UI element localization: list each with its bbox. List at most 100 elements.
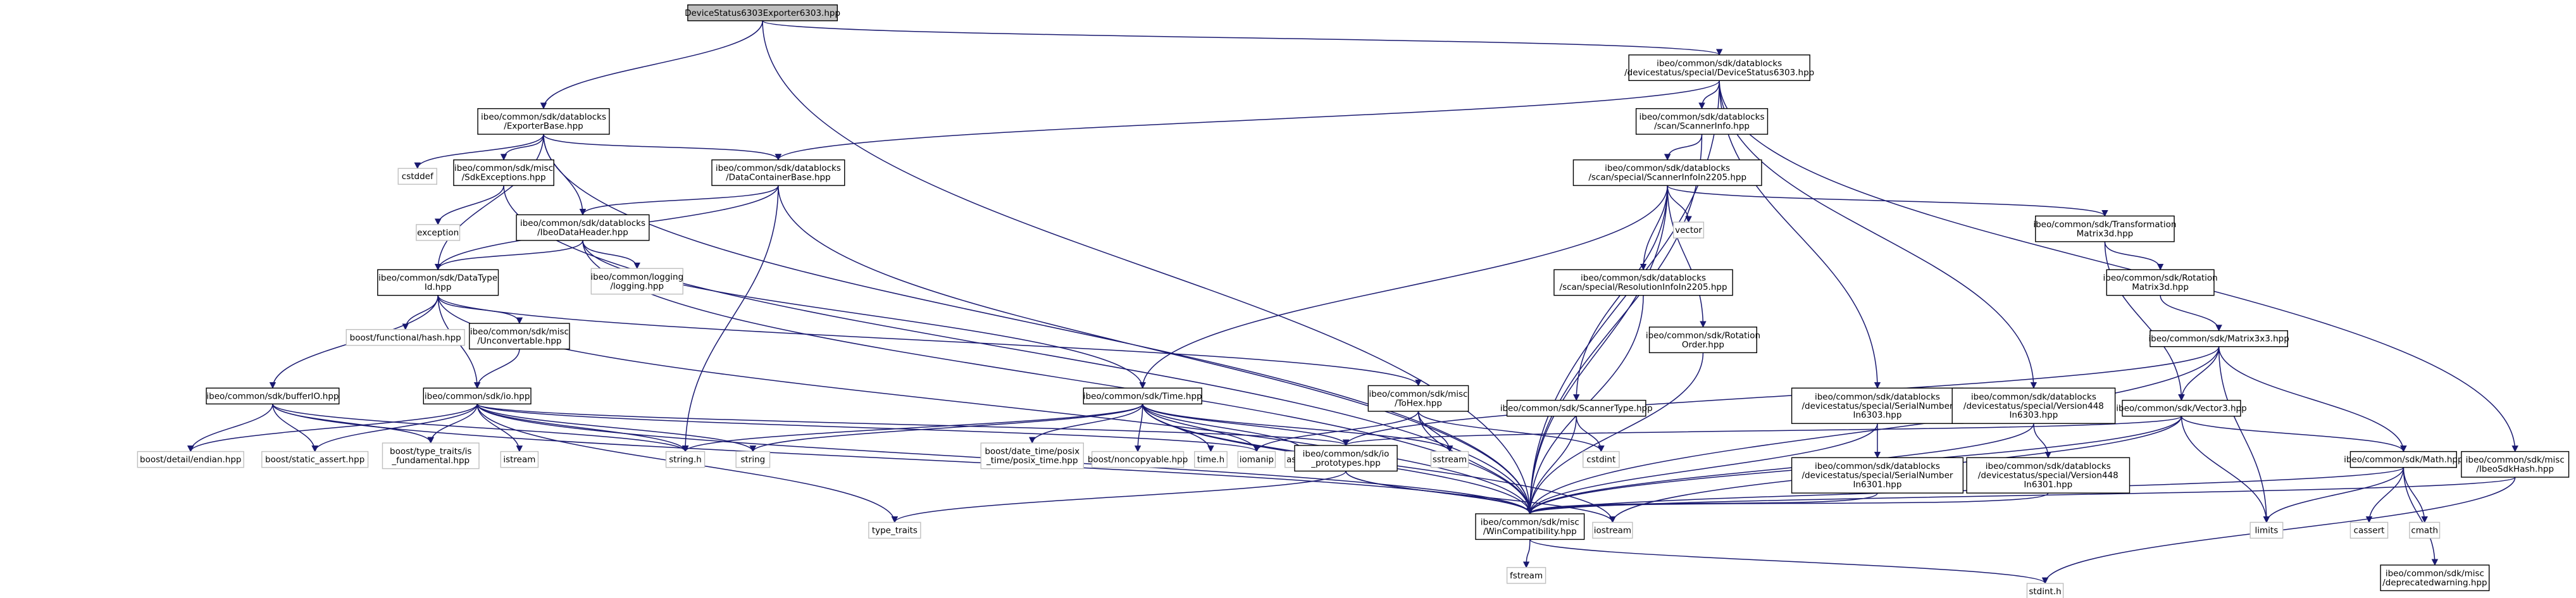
node-istream[interactable]: istream [500, 451, 539, 468]
node-bufferio[interactable]: ibeo/common/sdk/bufferIO.hpp [206, 387, 340, 405]
node-serial6303[interactable]: ibeo/common/sdk/datablocks/devicestatus/… [1791, 387, 1964, 424]
node-resolutioninfo[interactable]: ibeo/common/sdk/datablocks/scan/special/… [1553, 269, 1733, 296]
node-unconvertable[interactable]: ibeo/common/sdk/misc/Unconvertable.hpp [469, 323, 570, 350]
node-io[interactable]: ibeo/common/sdk/io.hpp [423, 387, 532, 405]
node-string[interactable]: string [735, 451, 771, 468]
node-matrix3x3[interactable]: ibeo/common/sdk/Matrix3x3.hpp [2148, 330, 2289, 347]
node-box [1966, 457, 2131, 494]
edge-root-to-ds6303 [762, 20, 1722, 56]
node-posixtime[interactable]: boost/date_time/posix_time/posix_time.hp… [980, 442, 1084, 470]
node-box [382, 442, 480, 470]
node-root[interactable]: DeviceStatus6303Exporter6303.hpp [685, 4, 840, 22]
edge-math-to-cassert [2365, 467, 2405, 523]
node-tohex[interactable]: ibeo/common/sdk/misc/ToHex.hpp [1367, 385, 1469, 412]
node-label-line: /devicestatus/special/Version448 [1978, 471, 2119, 481]
edge-exporterbase-to-datatypeid [434, 134, 544, 271]
edge-version448_6301-to-wincompat [1526, 492, 2049, 514]
node-logging[interactable]: ibeo/common/logging/logging.hpp [590, 268, 683, 295]
node-ibeodataheader[interactable]: ibeo/common/sdk/datablocks/IbeoDataHeade… [516, 214, 650, 241]
edge-matrix3x3-to-limits [2218, 346, 2270, 523]
node-label-line: ibeo/common/sdk/datablocks [1581, 273, 1706, 283]
node-label-line: /ExporterBase.hpp [504, 121, 583, 132]
node-label-line: ibeo/common/sdk/Math.hpp [2344, 455, 2463, 465]
node-vector3[interactable]: ibeo/common/sdk/Vector3.hpp [2116, 399, 2247, 417]
edge-unconvertable-to-io [473, 349, 520, 389]
edge-io-to-staticassert [311, 404, 478, 452]
node-iostream[interactable]: iostream [1592, 521, 1633, 539]
node-box [516, 214, 650, 241]
node-deprecated[interactable]: ibeo/common/sdk/misc/deprecatedwarning.h… [2380, 564, 2490, 592]
edge-time-to-noncopyable [1134, 404, 1143, 452]
node-label-line: vector [1675, 225, 1702, 235]
node-cmath[interactable]: cmath [2409, 521, 2441, 539]
node-label-line: /scan/special/ResolutionInfoIn2205.hpp [1560, 282, 1727, 292]
node-serial6301[interactable]: ibeo/common/sdk/datablocks/devicestatus/… [1791, 457, 1964, 494]
node-staticassert[interactable]: boost/static_assert.hpp [261, 451, 369, 468]
edge-ibeodataheader-to-datatypeid [434, 240, 583, 271]
node-box [377, 269, 499, 296]
node-label-line: ibeo/common/sdk/misc [2466, 455, 2565, 465]
node-endian[interactable]: boost/detail/endian.hpp [137, 451, 244, 468]
node-label-line: iomanip [1240, 455, 1274, 465]
node-box [206, 387, 340, 405]
node-limits[interactable]: limits [2249, 521, 2284, 539]
node-cassert[interactable]: cassert [2349, 521, 2389, 539]
edge-root-to-wincompat [762, 20, 1534, 514]
edge-math-to-cmath [2403, 467, 2428, 523]
edge-scannerinfoin2205-to-wincompat [1526, 185, 1668, 514]
node-label-line: /devicestatus/special/SerialNumber [1801, 471, 1953, 481]
edge-transformation-to-vector3 [2104, 241, 2185, 401]
node-fstream[interactable]: fstream [1506, 567, 1546, 584]
edge-scannerinfoin2205-to-transformation [1667, 185, 2108, 217]
edge-ibeodataheader-to-time [582, 240, 1146, 389]
node-box [137, 451, 244, 468]
node-cstddef[interactable]: cstddef [397, 168, 437, 185]
edge-vector3-to-ioprototypes [1343, 415, 2182, 446]
node-box [2409, 521, 2441, 539]
node-scannertype[interactable]: ibeo/common/sdk/ScannerType.hpp [1500, 399, 1653, 417]
node-vector[interactable]: vector [1673, 221, 1705, 239]
node-noncopyable[interactable]: boost/noncopyable.hpp [1088, 451, 1188, 468]
node-math[interactable]: ibeo/common/sdk/Math.hpp [2344, 451, 2463, 468]
node-scannerinfo[interactable]: ibeo/common/sdk/datablocks/scan/ScannerI… [1635, 108, 1769, 135]
node-sdkexceptions[interactable]: ibeo/common/sdk/misc/SdkExceptions.hpp [453, 159, 554, 186]
edge-time-to-sstream [1142, 404, 1453, 452]
node-scannerinfoin2205[interactable]: ibeo/common/sdk/datablocks/scan/special/… [1572, 159, 1762, 186]
node-stringh[interactable]: string.h [665, 451, 706, 468]
node-timeh[interactable]: time.h [1194, 451, 1228, 468]
edge-io-to-endian [187, 404, 478, 452]
node-box [397, 168, 437, 185]
edge-bufferio-to-staticassert [272, 404, 318, 452]
edge-math-to-limits [2263, 467, 2405, 523]
node-cstdint[interactable]: cstdint [1583, 451, 1620, 468]
edge-scannertype-to-wincompat [1526, 416, 1577, 514]
edge-vector3-to-math [2181, 416, 2407, 452]
node-ioprototypes[interactable]: ibeo/common/sdk/io_prototypes.hpp [1294, 445, 1398, 472]
node-wincompat[interactable]: ibeo/common/sdk/misc/WinCompatibility.hp… [1475, 513, 1585, 540]
node-label-line: In6301.hpp [1853, 480, 1902, 490]
node-typetraitsfund[interactable]: boost/type_traits/is_fundamental.hpp [382, 442, 480, 470]
node-exception[interactable]: exception [416, 224, 461, 241]
node-stdinth[interactable]: stdint.h [2026, 583, 2064, 598]
node-functionalhash[interactable]: boost/functional/hash.hpp [345, 329, 465, 346]
node-exporterbase[interactable]: ibeo/common/sdk/datablocks/ExporterBase.… [477, 108, 610, 135]
node-version448_6301[interactable]: ibeo/common/sdk/datablocks/devicestatus/… [1966, 457, 2131, 494]
node-box [2035, 215, 2175, 242]
edge-serial6303-to-wincompat [1526, 423, 1878, 514]
node-sstream[interactable]: sstream [1430, 451, 1469, 468]
edge-ioprototypes-to-iostream [1345, 471, 1616, 523]
node-iomanip[interactable]: iomanip [1237, 451, 1276, 468]
node-typetraits[interactable]: type_traits [868, 521, 921, 539]
node-datacontainerbase[interactable]: ibeo/common/sdk/datablocks/DataContainer… [711, 159, 845, 186]
node-transformation[interactable]: ibeo/common/sdk/TransformationMatrix3d.h… [2033, 215, 2176, 242]
node-version448_6303[interactable]: ibeo/common/sdk/datablocks/devicestatus/… [1951, 387, 2116, 424]
edge-io-to-istream [476, 404, 523, 452]
node-ibeosdkhash[interactable]: ibeo/common/sdk/misc/IbeoSdkHash.hpp [2461, 451, 2570, 478]
node-label-line: cstdint [1586, 455, 1615, 465]
node-time[interactable]: ibeo/common/sdk/Time.hpp [1083, 387, 1202, 405]
node-box [1648, 327, 1757, 354]
node-ds6303[interactable]: ibeo/common/sdk/datablocks/devicestatus/… [1624, 54, 1814, 81]
